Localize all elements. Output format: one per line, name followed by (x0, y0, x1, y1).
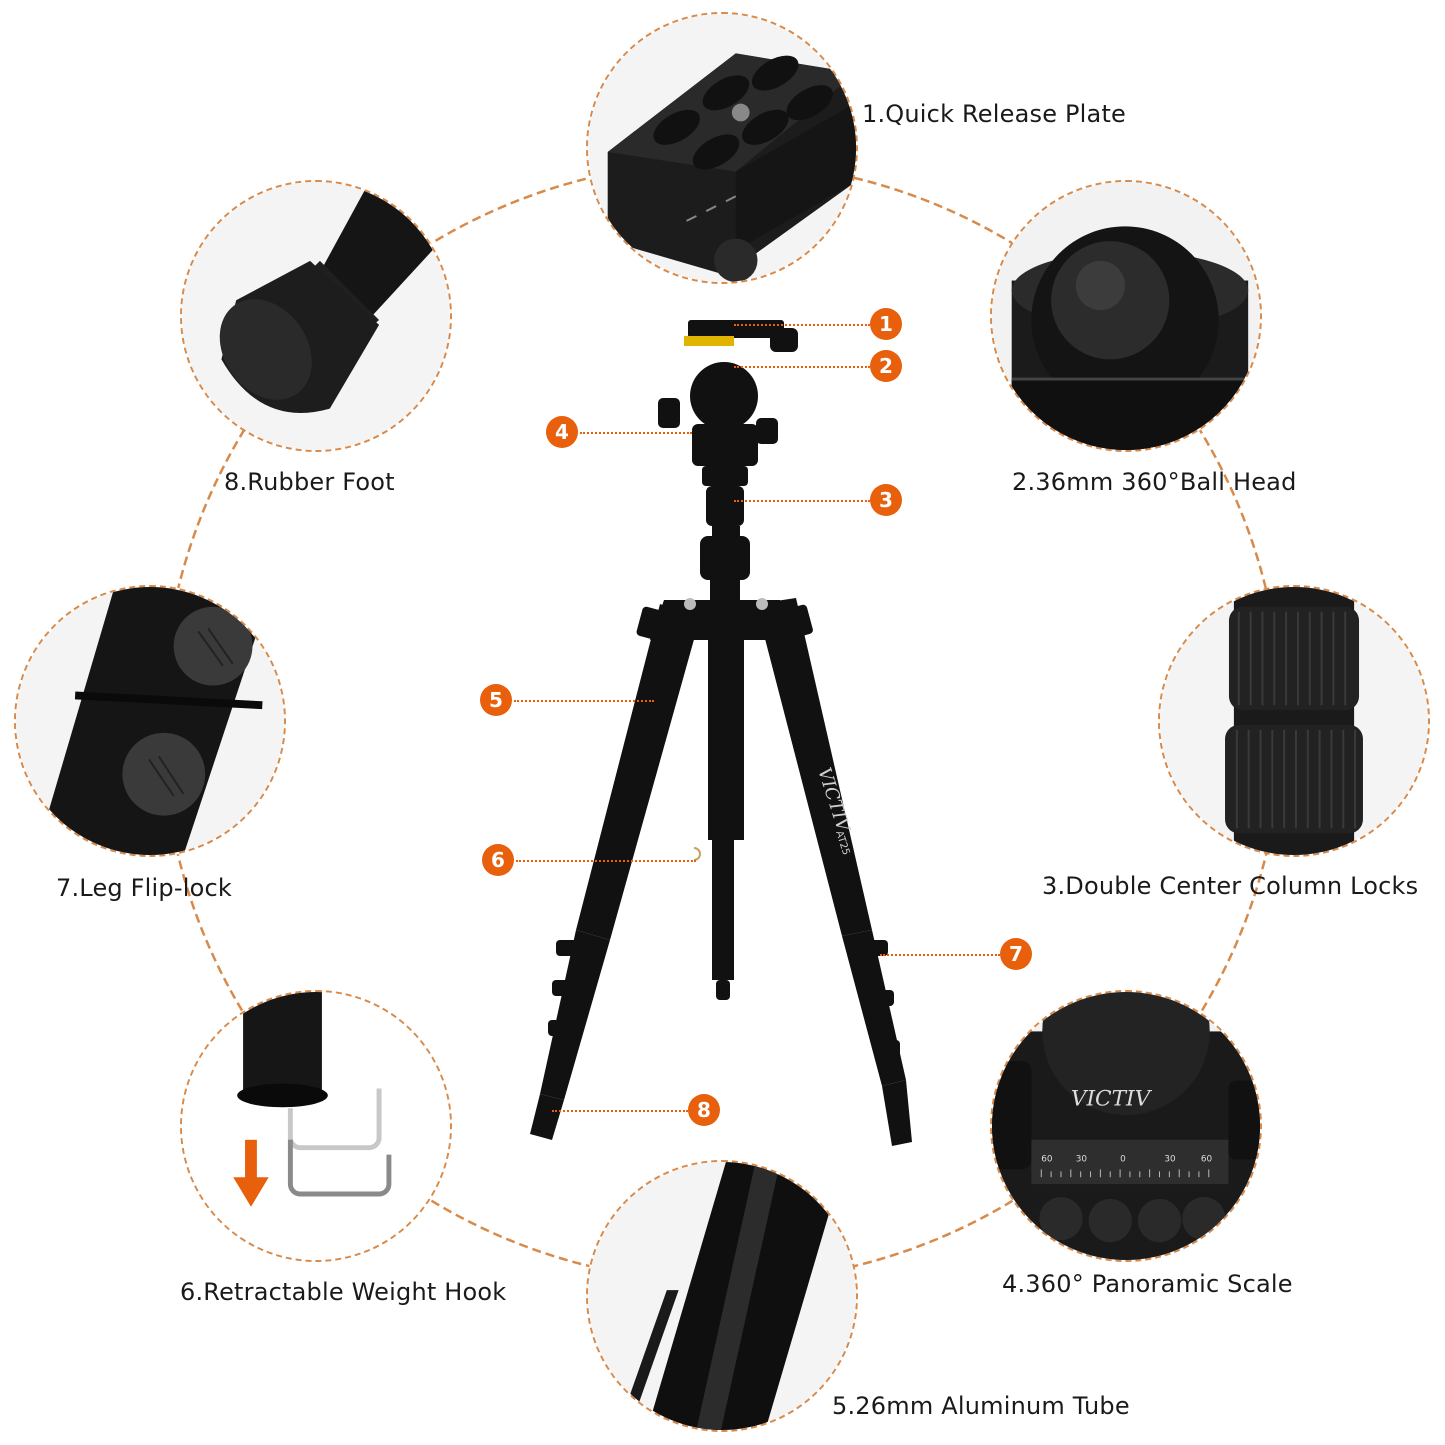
scale-mark-label: 0 (1120, 1154, 1126, 1164)
leader-line-2 (734, 366, 870, 368)
feature-label-ball-head: 2.36mm 360°Ball Head (1012, 468, 1297, 496)
leader-line-3 (734, 500, 870, 502)
feature-label-leg-flip-lock: 7.Leg Flip-lock (56, 874, 232, 902)
marker-7: 7 (1000, 938, 1032, 970)
leader-line-6 (516, 860, 696, 862)
marker-3: 3 (870, 484, 902, 516)
marker-2: 2 (870, 350, 902, 382)
aluminum-tube-photo (586, 1160, 858, 1432)
scale-mark-label: 60 (1201, 1154, 1213, 1164)
leader-line-8 (552, 1110, 688, 1112)
marker-8: 8 (688, 1094, 720, 1126)
feature-label-quick-release-plate: 1.Quick Release Plate (862, 100, 1127, 128)
panoramic-scale-photo: VICTIV 60 30 0 30 60 (990, 990, 1262, 1262)
leg-flip-lock-photo (14, 585, 286, 857)
leader-line-7 (880, 954, 1000, 956)
feature-label-panoramic-scale: 4.360° Panoramic Scale (1002, 1270, 1293, 1298)
marker-4: 4 (546, 416, 578, 448)
leader-line-4 (580, 432, 692, 434)
ball-head-photo (990, 180, 1262, 452)
feature-label-weight-hook: 6.Retractable Weight Hook (180, 1278, 507, 1306)
center-column-locks-photo (1158, 585, 1430, 857)
weight-hook-photo (180, 990, 452, 1262)
leader-line-1 (734, 324, 870, 326)
marker-1: 1 (870, 308, 902, 340)
marker-5: 5 (480, 684, 512, 716)
marker-6: 6 (482, 844, 514, 876)
rubber-foot-photo (180, 180, 452, 452)
scale-mark-label: 30 (1164, 1154, 1176, 1164)
feature-label-aluminum-tube: 5.26mm Aluminum Tube (832, 1392, 1130, 1420)
feature-label-rubber-foot: 8.Rubber Foot (224, 468, 395, 496)
ball-head-logo: VICTIV (1071, 1086, 1153, 1111)
leader-line-5 (514, 700, 654, 702)
scale-mark-label: 60 (1041, 1154, 1053, 1164)
quick-release-plate-photo (586, 12, 858, 284)
feature-label-center-column-locks: 3.Double Center Column Locks (1042, 872, 1419, 900)
scale-mark-label: 30 (1076, 1154, 1088, 1164)
